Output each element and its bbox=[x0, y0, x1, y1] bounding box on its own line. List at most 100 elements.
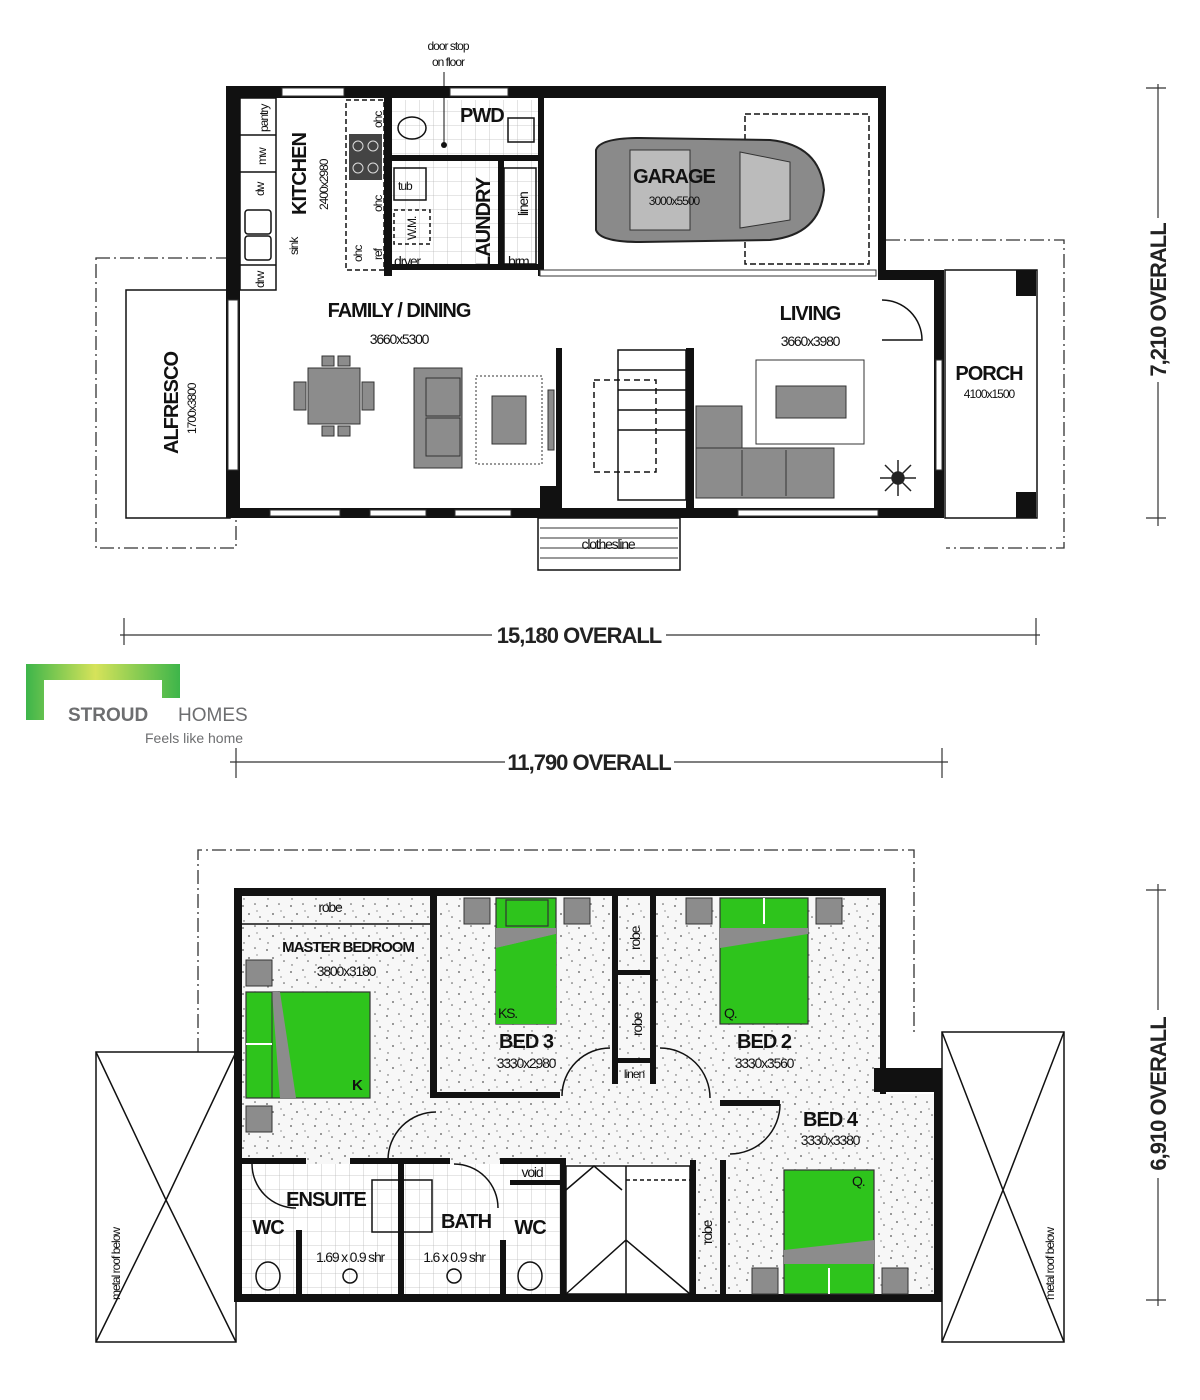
dining-table bbox=[293, 355, 375, 437]
fixture-void: void bbox=[522, 1164, 543, 1180]
room-size-living: 3660x3980 bbox=[781, 333, 841, 349]
room-label-pwd: PWD bbox=[460, 105, 504, 127]
queen-bed bbox=[719, 897, 809, 1025]
shower-label: 1.69 x 0.9 shr bbox=[316, 1249, 386, 1265]
room-label-kitchen: KITCHEN bbox=[289, 133, 311, 215]
tub bbox=[393, 167, 427, 201]
fixture-robe: robe bbox=[627, 925, 643, 950]
fixture-ohc: ohc bbox=[371, 195, 385, 212]
kitchen-benches bbox=[239, 97, 385, 291]
room-size-bed4: 3330x3380 bbox=[801, 1132, 861, 1148]
fixture-linen: linen bbox=[515, 192, 531, 216]
roof-outline bbox=[197, 849, 915, 1052]
bed-size-label: Q. bbox=[724, 1005, 737, 1021]
dimension-label: 11,790 OVERALL bbox=[507, 750, 671, 775]
corner-sofa bbox=[695, 405, 835, 499]
stroud-homes-logo: STROUD HOMES Feels like home bbox=[26, 664, 248, 746]
logo-name-light: HOMES bbox=[178, 705, 248, 726]
room-label-bed3: BED 3 bbox=[499, 1031, 554, 1053]
tv-unit bbox=[547, 389, 555, 451]
fixture-pantry: pantry bbox=[257, 104, 271, 132]
room-size-garage: 3000x5500 bbox=[649, 194, 701, 208]
door-stop-note: door stop bbox=[427, 39, 469, 53]
shower-label: 1.6 x 0.9 shr bbox=[423, 1249, 486, 1265]
room-size-bed2: 3330x3560 bbox=[735, 1055, 795, 1071]
single-bed bbox=[495, 897, 557, 1025]
room-label-laundry: LAUNDRY bbox=[473, 176, 495, 268]
fixture-dryer: dryer bbox=[394, 253, 421, 269]
cooktop bbox=[349, 134, 382, 180]
sink-bowl bbox=[244, 209, 272, 235]
vanity bbox=[371, 1179, 433, 1233]
roof-note: metal roof below bbox=[1043, 1227, 1057, 1300]
dimension-ground-width bbox=[120, 618, 1040, 645]
car-icon bbox=[595, 136, 826, 244]
basin bbox=[507, 117, 535, 143]
fixture-brm: brm bbox=[508, 253, 529, 269]
bed-size-label: Q. bbox=[852, 1173, 865, 1189]
bed-size-label: KS. bbox=[498, 1005, 517, 1021]
coffee-table bbox=[491, 395, 527, 445]
fixture-tub: tub bbox=[398, 179, 413, 193]
room-label-bed2: BED 2 bbox=[737, 1031, 792, 1053]
room-size-family-dining: 3660x5300 bbox=[370, 331, 430, 347]
fixture-robe: robe bbox=[629, 1011, 645, 1036]
stairs bbox=[593, 349, 687, 501]
room-label-family-dining: FAMILY / DINING bbox=[328, 300, 471, 322]
clothesline-label: clothesline bbox=[582, 536, 636, 552]
room-label-porch: PORCH bbox=[955, 363, 1023, 385]
queen-bed bbox=[783, 1169, 875, 1295]
fixture-robe: robe bbox=[318, 899, 343, 915]
upper-walls bbox=[234, 888, 942, 1302]
sink-bowl bbox=[244, 235, 272, 261]
room-label-alfresco: ALFRESCO bbox=[161, 352, 183, 454]
room-size-master-bedroom: 3800x3180 bbox=[317, 963, 377, 979]
room-size-kitchen: 2400x2980 bbox=[317, 158, 331, 210]
fixture-ohc: ohc bbox=[351, 245, 365, 262]
dimension-label: 6,910 OVERALL bbox=[1146, 1017, 1171, 1171]
room-label-garage: GARAGE bbox=[633, 166, 715, 188]
plant-icon bbox=[880, 460, 916, 496]
entry-door-swing bbox=[881, 299, 923, 341]
dimension-label: 15,180 OVERALL bbox=[497, 623, 662, 648]
fixture-mw: mw bbox=[255, 147, 269, 165]
room-label-bath: BATH bbox=[441, 1211, 492, 1233]
room-label-ensuite: ENSUITE bbox=[286, 1189, 366, 1211]
king-bed bbox=[245, 991, 371, 1099]
room-size-alfresco: 1700x3800 bbox=[185, 382, 199, 434]
sofa bbox=[413, 367, 463, 469]
dimension-label: 7,210 OVERALL bbox=[1146, 223, 1171, 377]
upper-floor-plan: metal roof below metal roof below bbox=[95, 849, 1065, 1343]
porch-outline bbox=[886, 239, 1065, 549]
room-label-bed4: BED 4 bbox=[803, 1109, 859, 1131]
fixture-sink: sink bbox=[287, 236, 301, 255]
fixture-drw: drw bbox=[253, 270, 267, 288]
alfresco-outline bbox=[95, 257, 237, 549]
room-label-living: LIVING bbox=[780, 303, 841, 325]
door-stop-note: on floor bbox=[432, 55, 465, 69]
fixture-ohc: ohc bbox=[371, 111, 385, 128]
logo-tagline: Feels like home bbox=[145, 730, 243, 746]
room-size-bed3: 3330x2980 bbox=[497, 1055, 557, 1071]
fixture-ref: ref bbox=[371, 247, 385, 260]
porch-slab bbox=[944, 269, 1038, 519]
stairs bbox=[565, 1165, 691, 1295]
toilet bbox=[255, 1261, 281, 1291]
dimension-upper-width bbox=[230, 748, 948, 778]
room-label-wc: WC bbox=[252, 1217, 284, 1239]
room-size-porch: 4100x1500 bbox=[964, 387, 1016, 401]
room-label-wc: WC bbox=[514, 1217, 546, 1239]
fixture-wm: W.M. bbox=[405, 216, 419, 240]
roof-note: metal roof below bbox=[109, 1227, 123, 1300]
toilet bbox=[397, 116, 427, 140]
dimension-upper-depth bbox=[1146, 884, 1166, 1306]
coffee-table bbox=[775, 385, 847, 419]
fixture-linen: linen bbox=[624, 1067, 645, 1081]
fixture-dw: dw bbox=[253, 181, 267, 196]
logo-name-bold: STROUD bbox=[68, 705, 148, 726]
bed-size-label: K bbox=[352, 1077, 363, 1094]
ground-floor-plan: door stop on floor KITCHEN 2400x2980 pan… bbox=[95, 39, 1065, 571]
dimension-ground-depth bbox=[1146, 84, 1166, 526]
toilet bbox=[517, 1261, 543, 1291]
